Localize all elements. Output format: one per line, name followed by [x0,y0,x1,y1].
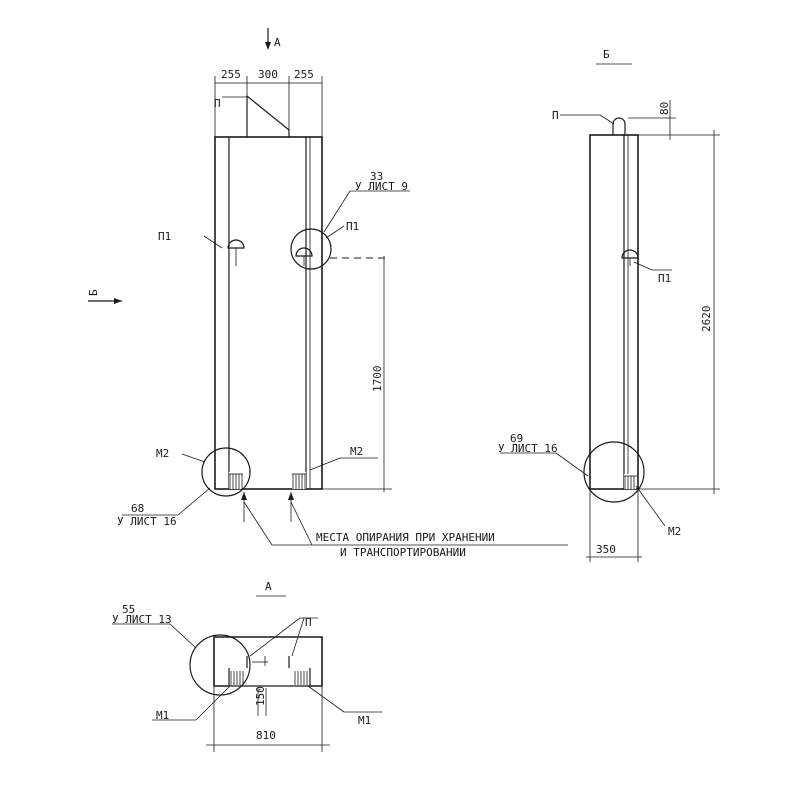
side-dim-350: 350 [596,543,616,556]
front-label-m2-right: М2 [350,445,363,458]
support-note-line2: И ТРАНСПОРТИРОВАНИИ [340,546,466,559]
side-view: Б П 80 2620 П1 [498,48,720,562]
plan-dim-810: 810 [256,729,276,742]
front-callout-33-sheet: У ЛИСТ 9 [355,180,408,193]
plan-label-p: П [305,616,312,629]
front-dim-255-left: 255 [221,68,241,81]
side-dim-80: 80 [658,102,671,115]
front-callout-68-sheet: У ЛИСТ 16 [117,515,177,528]
front-dim-255-right: 255 [294,68,314,81]
side-label-m2: М2 [668,525,681,538]
plan-callout-55-num: 55 [122,603,135,616]
plan-label-m1-right: М1 [358,714,371,727]
front-label-m2-left: М2 [156,447,169,460]
plan-dim-150: 150 [254,686,267,706]
front-label-p1-right: П1 [346,220,359,233]
front-callout-33-num: 33 [370,170,383,183]
front-section-label: А [274,36,281,49]
side-label-p1: П1 [658,272,671,285]
side-label-p: П [552,109,559,122]
plan-view: А П [112,580,382,752]
side-dim-2620: 2620 [700,306,713,333]
front-view: А 255 300 255 П П1 П1 33 У [87,28,568,559]
front-dim-300: 300 [258,68,278,81]
front-callout-68-num: 68 [131,502,144,515]
plan-view-title: А [265,580,272,593]
side-callout-69-sheet: У ЛИСТ 16 [498,442,558,455]
front-dim-1700: 1700 [371,366,384,393]
front-label-p: П [214,97,221,110]
plan-label-m1-left: М1 [156,709,169,722]
plan-callout-55-sheet: У ЛИСТ 13 [112,613,172,626]
front-view-b-label: Б [87,289,100,296]
front-label-p1-left: П1 [158,230,171,243]
support-note-line1: МЕСТА ОПИРАНИЯ ПРИ ХРАНЕНИИ [316,531,495,544]
side-view-title: Б [603,48,610,61]
side-callout-69-num: 69 [510,432,523,445]
